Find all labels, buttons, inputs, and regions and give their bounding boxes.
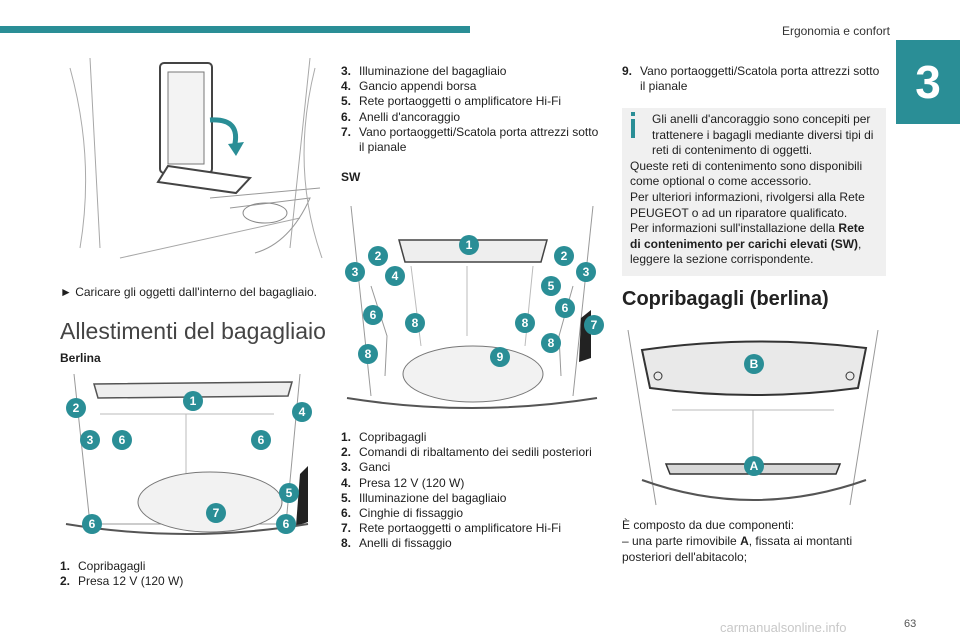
berlina-legend-list: 1.Copribagagli 2.Presa 12 V (120 W) (60, 559, 320, 589)
berlina-callout-6c: 6 (82, 514, 102, 534)
armrest-loading-illustration (60, 48, 330, 274)
header-accent-bar (0, 26, 470, 33)
cover-callout-a: A (744, 456, 764, 476)
list-item: 7.Vano portaoggetti/Scatola porta attrez… (341, 124, 599, 155)
watermark: carmanualsonline.info (720, 620, 847, 635)
berlina-legend-list-continued: 3.Illuminazione del bagagliaio 4.Gancio … (341, 64, 603, 155)
list-item: 3.Ganci (341, 460, 391, 475)
info-text-2: Queste reti di contenimento sono disponi… (630, 158, 863, 189)
sw-callout-5: 5 (541, 276, 561, 296)
cover-description: È composto da due componenti: (622, 518, 795, 532)
info-box: Gli anelli d'ancoraggio sono concepiti p… (622, 108, 886, 276)
list-item: 4.Gancio appendi borsa (341, 79, 477, 94)
sw-callout-9: 9 (490, 347, 510, 367)
sw-callout-8d: 8 (541, 333, 561, 353)
list-item: 9.Vano portaoggetti/Scatola porta attrez… (622, 64, 880, 94)
cover-callout-b: B (744, 354, 764, 374)
sw-callout-3a: 3 (345, 262, 365, 282)
sw-trunk-illustration (341, 205, 603, 414)
berlina-callout-2: 2 (66, 398, 86, 418)
section-title: Allestimenti del bagagliaio (60, 318, 326, 344)
page-number: 63 (904, 618, 917, 630)
sw-callout-2a: 2 (368, 246, 388, 266)
info-text-1: Gli anelli d'ancoraggio sono concepiti p… (652, 112, 874, 158)
sw-callout-6b: 6 (555, 298, 575, 318)
sw-callout-3b: 3 (576, 262, 596, 282)
info-text-5: leggere la sezione corrispondente. (630, 252, 814, 267)
list-item: 6.Cinghie di fissaggio (341, 506, 464, 521)
list-item: 1.Copribagagli (341, 430, 427, 444)
list-item: 5.Rete portaoggetti o amplificatore Hi-F… (341, 94, 562, 109)
page-header-title: Ergonomia e confort (781, 24, 890, 38)
list-item: 5.Illuminazione del bagagliaio (341, 490, 507, 505)
info-text-4: Per informazioni sull'installazione dell… (630, 221, 865, 251)
sw-legend-list-continued: 9.Vano portaoggetti/Scatola porta attrez… (622, 64, 886, 94)
list-item: 7.Rete portaoggetti o amplificatore Hi-F… (341, 521, 562, 536)
cover-component-a: – una parte rimovibile A, fissata ai mon… (622, 534, 853, 564)
list-item: 2.Presa 12 V (120 W) (60, 574, 184, 589)
sw-callout-8a: 8 (405, 313, 425, 333)
berlina-callout-1: 1 (183, 391, 203, 411)
sw-callout-7: 7 (584, 315, 604, 335)
sw-callout-8c: 8 (358, 344, 378, 364)
berlina-callout-6b: 6 (251, 430, 271, 450)
list-item: 2.Comandi di ribaltamento dei sedili pos… (341, 445, 592, 460)
info-icon (631, 112, 635, 138)
berlina-callout-5: 5 (279, 483, 299, 503)
list-item: 1.Copribagagli (60, 559, 146, 573)
cover-heading: Copribagagli (berlina) (622, 288, 829, 310)
sw-callout-2b: 2 (554, 246, 574, 266)
list-item: 3.Illuminazione del bagagliaio (341, 64, 507, 78)
berlina-callout-7: 7 (206, 503, 226, 523)
berlina-callout-6a: 6 (112, 430, 132, 450)
list-item: 8.Anelli di fissaggio (341, 536, 452, 551)
berlina-callout-4: 4 (292, 402, 312, 422)
info-text-3: Per ulteriori informazioni, rivolgersi a… (630, 189, 865, 220)
berlina-callout-3: 3 (80, 430, 100, 450)
sw-callout-8b: 8 (515, 313, 535, 333)
berlina-callout-6d: 6 (276, 514, 296, 534)
berlina-label: Berlina (60, 351, 101, 365)
chapter-number-tab: 3 (896, 40, 960, 124)
sw-label: SW (341, 170, 361, 184)
list-item: 4.Presa 12 V (120 W) (341, 475, 465, 490)
loading-instruction: ► Caricare gli oggetti dall'interno del … (60, 285, 317, 299)
sw-callout-4: 4 (385, 266, 405, 286)
list-item: 6.Anelli d'ancoraggio (341, 109, 461, 124)
sw-callout-6a: 6 (363, 305, 383, 325)
sw-callout-1: 1 (459, 235, 479, 255)
sw-legend-list: 1.Copribagagli 2.Comandi di ribaltamento… (341, 430, 603, 552)
